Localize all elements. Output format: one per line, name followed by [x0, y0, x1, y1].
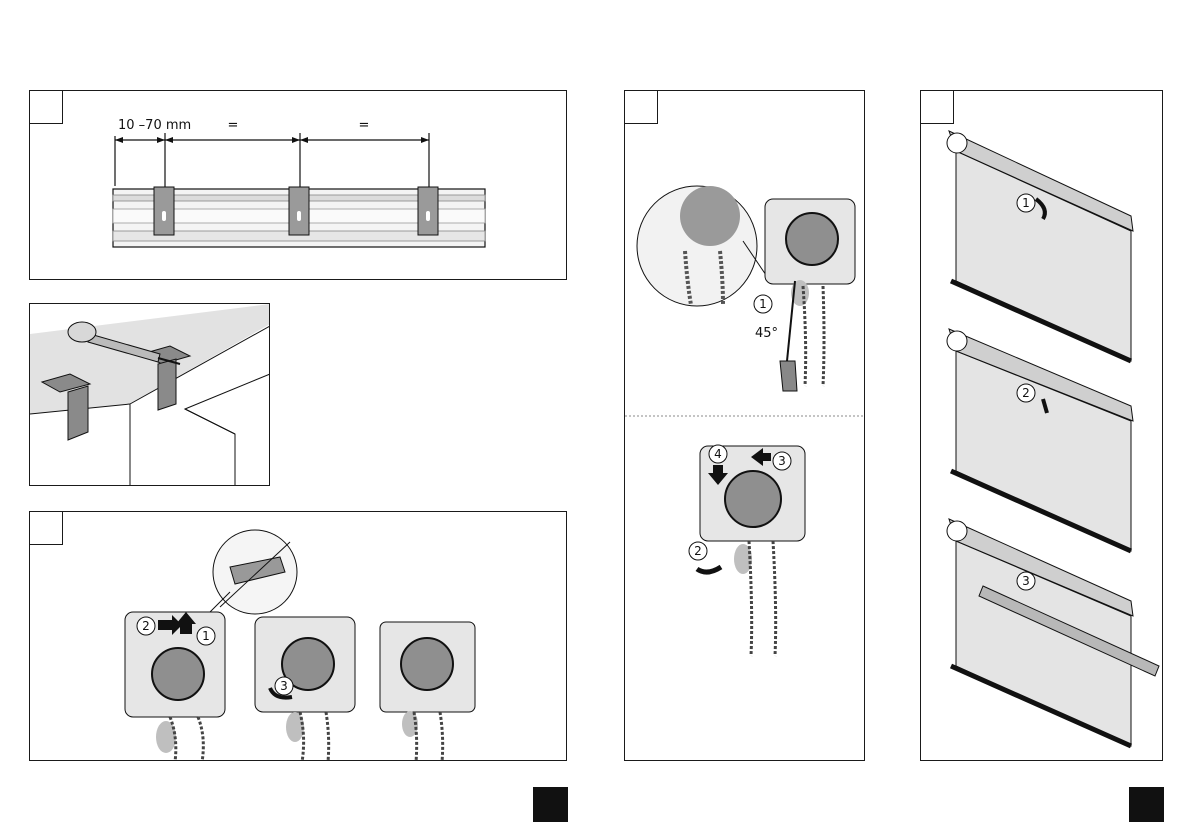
detail-magnifier	[637, 186, 770, 306]
blind-step-3: 3	[1022, 574, 1030, 588]
bracket-2	[289, 187, 309, 235]
gap-label: 10 –70 mm	[118, 118, 191, 133]
panel-bracket-spacing: 10 –70 mm = =	[29, 90, 567, 280]
blind-step-1: 1	[1022, 196, 1030, 210]
page-marker-left	[533, 787, 568, 822]
panel-detach: 1 45° 4 3 2	[624, 90, 865, 761]
end-cap-3	[380, 622, 475, 761]
blind-3: 3	[947, 519, 1159, 746]
end-cap-1: 2 1	[125, 612, 225, 761]
clip-sequence: 2 1 3	[30, 512, 567, 761]
screwing-scene	[30, 304, 270, 486]
equal-left: =	[228, 118, 239, 133]
blind-2: 2	[947, 329, 1133, 551]
rail-diagram: 10 –70 mm = =	[30, 91, 567, 280]
slide-step-label: 2	[694, 544, 702, 558]
bracket-1	[154, 187, 174, 235]
detail-magnifier	[200, 530, 297, 622]
page-marker-right	[1129, 787, 1164, 822]
step-2-label: 2	[142, 619, 150, 633]
press-step-label: 4	[714, 447, 722, 461]
panel-blind: 1 2 3	[920, 90, 1163, 761]
detach-scene: 1 45° 4 3 2	[625, 91, 865, 761]
panel-clip-on: 2 1 3	[29, 511, 567, 761]
step-1-label: 1	[202, 629, 210, 643]
push-step-label: 3	[778, 454, 786, 468]
blind-1: 1	[947, 131, 1133, 361]
blind-step-2: 2	[1022, 386, 1030, 400]
panel-screw-brackets	[29, 303, 270, 486]
end-cap-top: 1 45°	[754, 199, 855, 391]
end-cap-bottom: 4 3 2	[689, 445, 805, 656]
angle-label: 45°	[755, 326, 778, 341]
end-cap-2: 3	[255, 617, 355, 761]
blind-scene: 1 2 3	[921, 91, 1163, 761]
equal-right: =	[359, 118, 370, 133]
step-3-label: 3	[280, 679, 288, 693]
bracket-3	[418, 187, 438, 235]
rotate-step-label: 1	[759, 297, 767, 311]
